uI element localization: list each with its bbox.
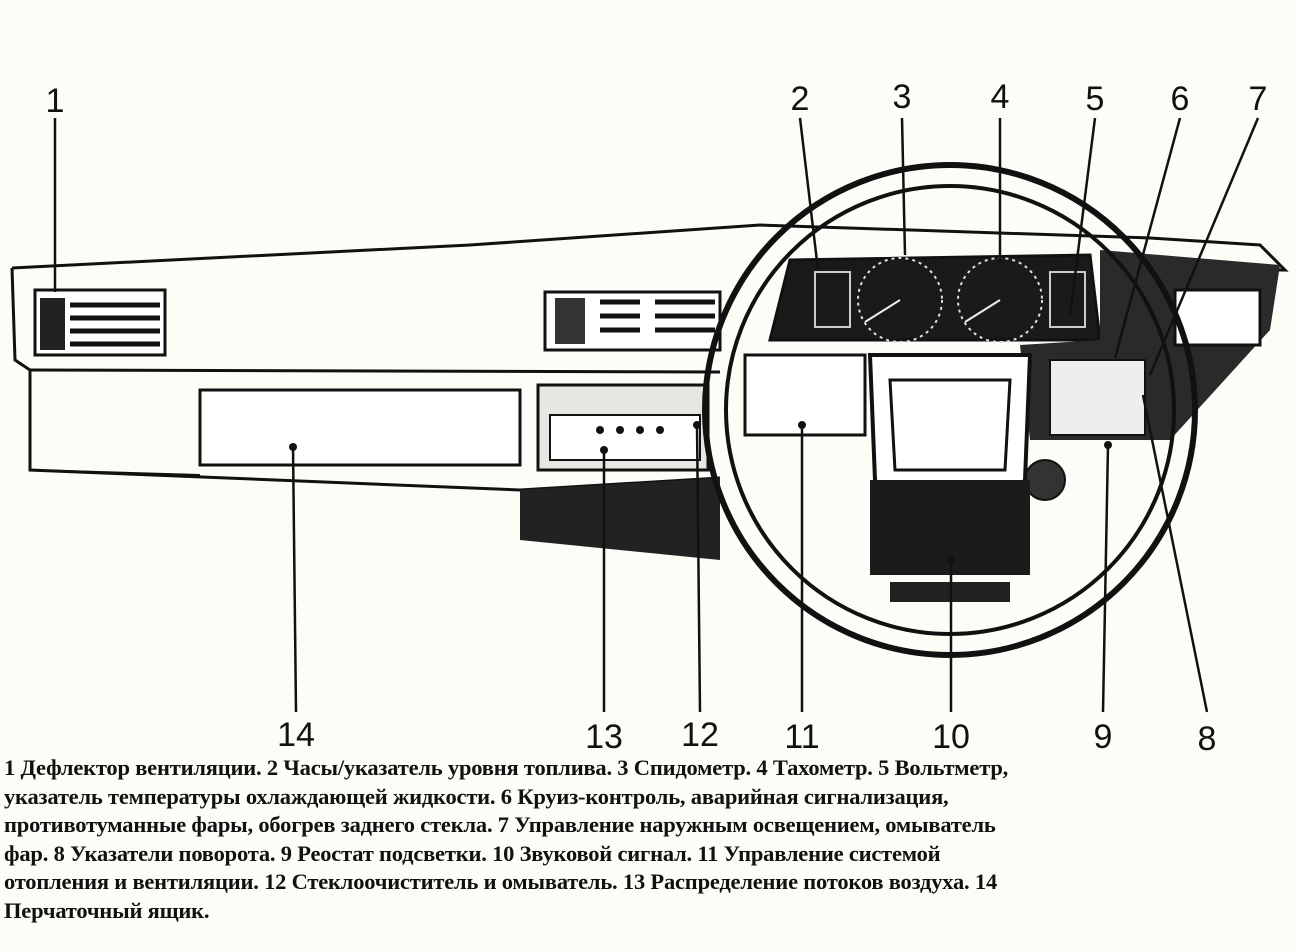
callout-1: 1 — [46, 82, 65, 120]
caption-line: Перчаточный ящик. — [4, 897, 210, 923]
callout-14: 14 — [277, 716, 315, 751]
ignition-icon — [1024, 459, 1066, 501]
leader-dots — [289, 421, 1112, 564]
callout-13: 13 — [585, 718, 623, 751]
caption-line: отопления и вентиляции. 12 Стеклоочистит… — [4, 869, 998, 894]
lower-dash — [520, 478, 720, 560]
callout-12: 12 — [681, 716, 719, 751]
callout-5: 5 — [1086, 80, 1105, 118]
callout-11: 11 — [784, 718, 819, 751]
air-distribution-panel — [536, 383, 710, 472]
steering-wheel — [702, 162, 1198, 658]
callout-4: 4 — [991, 78, 1010, 116]
callout-8: 8 — [1198, 720, 1217, 751]
callout-10: 10 — [932, 718, 970, 751]
instrument-cluster — [768, 253, 1102, 343]
caption-line: указатель температуры охлаждающей жидкос… — [4, 783, 949, 809]
callout-6: 6 — [1171, 80, 1190, 118]
switch-panel — [1049, 359, 1146, 436]
caption-line: фар. 8 Указатели поворота. 9 Реостат под… — [4, 840, 941, 866]
dashboard-drawing: 1 2 3 4 5 6 7 8 9 10 11 12 13 14 — [10, 78, 1289, 751]
legend-caption: 1 Дефлектор вентиляции. 2 Часы/указатель… — [4, 754, 1294, 925]
callout-3: 3 — [893, 78, 912, 116]
leader-lines — [53, 117, 1260, 713]
callout-2: 2 — [791, 80, 810, 118]
callout-9: 9 — [1094, 718, 1113, 751]
left-vent — [33, 288, 167, 357]
dashboard-outline — [10, 223, 1289, 492]
center-vents — [543, 290, 722, 352]
caption-line: 1 Дефлектор вентиляции. 2 Часы/указатель… — [4, 755, 1009, 780]
callout-7: 7 — [1249, 80, 1268, 118]
glovebox — [198, 388, 522, 467]
heater-controls — [743, 353, 867, 437]
right-vent — [1173, 288, 1262, 347]
caption-line: противотуманные фары, обогрев заднего ст… — [4, 812, 996, 837]
